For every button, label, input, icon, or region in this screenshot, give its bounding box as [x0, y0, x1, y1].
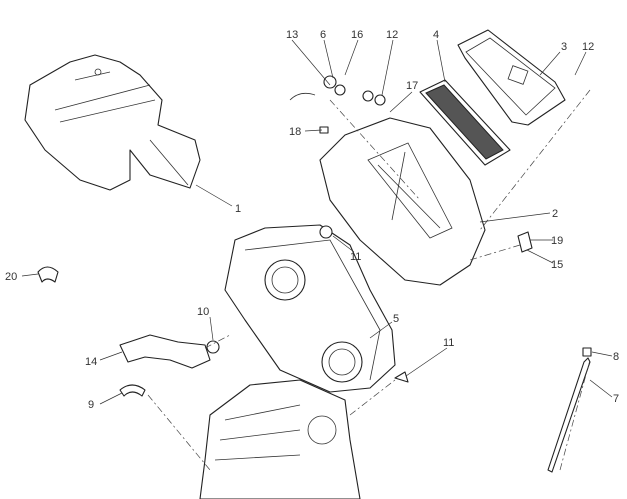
label-13: 13: [286, 29, 298, 41]
part-3-lid: [457, 29, 566, 126]
label-8: 8: [613, 351, 619, 363]
part-14-duct: [119, 334, 211, 369]
label-6: 6: [320, 29, 326, 41]
label-2: 2: [552, 208, 558, 220]
part-5-lower-airbox: [224, 224, 396, 393]
label-16: 16: [351, 29, 363, 41]
label-11: 11: [350, 251, 361, 263]
assembly-lines: [147, 89, 591, 471]
label-3: 3: [561, 41, 567, 53]
label-10: 10: [197, 306, 209, 318]
label-15: 15: [551, 259, 563, 271]
label-11-b: 11: [443, 337, 454, 349]
label-12-b: 12: [582, 41, 594, 53]
label-12: 12: [386, 29, 398, 41]
part-2-upper-airbox: [319, 117, 486, 286]
label-17: 17: [406, 80, 418, 92]
part-labels: 13 6 16 12 4 3 12 17 18 1 2 19 15 20 11 …: [5, 29, 619, 411]
part-1-cover: [24, 54, 201, 191]
label-4: 4: [433, 29, 439, 41]
label-14: 14: [85, 356, 97, 368]
label-7: 7: [613, 393, 619, 405]
label-5: 5: [393, 313, 399, 325]
engine-outline: [199, 379, 361, 499]
part-4-air-filter: [419, 79, 511, 166]
label-9: 9: [88, 399, 94, 411]
small-parts: [37, 75, 592, 473]
label-20: 20: [5, 271, 17, 283]
leader-lines: [21, 39, 613, 405]
label-1: 1: [235, 203, 241, 215]
label-19: 19: [551, 235, 563, 247]
label-18: 18: [289, 126, 301, 138]
